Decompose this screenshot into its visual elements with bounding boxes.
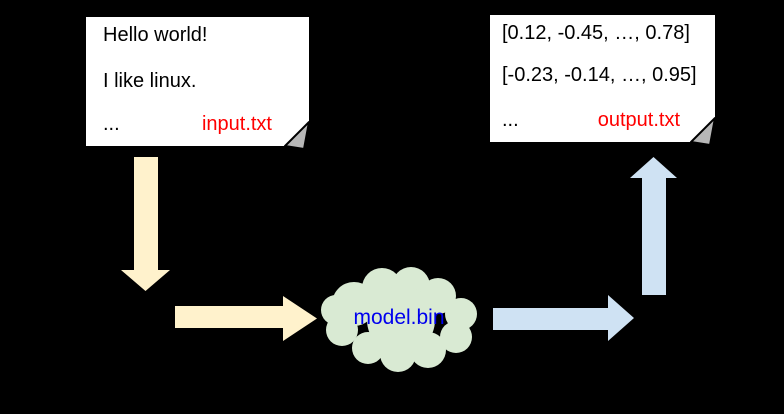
right-arrow-from-model-icon xyxy=(493,295,634,341)
page-fold-icon xyxy=(284,121,310,150)
more-lines-indicator: ... xyxy=(502,109,519,131)
cloud-label: model.bin xyxy=(353,306,445,329)
input-note: Hello world! I like linux. ... input.txt xyxy=(86,17,310,150)
input-note-paper xyxy=(86,17,309,146)
output-note-paper xyxy=(490,15,715,142)
output-filename-label: output.txt xyxy=(597,109,680,131)
right-arrow-to-model-icon xyxy=(175,296,317,341)
up-arrow-to-output-icon xyxy=(630,157,677,295)
output-note-line: [-0.23, -0.14, …, 0.95] xyxy=(502,64,697,86)
output-note-footer: ... output.txt xyxy=(502,108,680,132)
down-arrow-icon xyxy=(121,157,170,291)
input-note-footer: ... input.txt xyxy=(103,112,272,136)
input-note-line: I like linux. xyxy=(103,70,197,92)
model-cloud xyxy=(319,265,479,374)
input-note-line: Hello world! xyxy=(103,24,208,46)
more-lines-indicator: ... xyxy=(103,113,120,135)
input-filename-label: input.txt xyxy=(201,113,272,135)
output-note: [0.12, -0.45, …, 0.78] [-0.23, -0.14, …,… xyxy=(490,15,716,146)
page-fold-icon xyxy=(690,117,716,146)
output-note-line: [0.12, -0.45, …, 0.78] xyxy=(502,22,690,44)
